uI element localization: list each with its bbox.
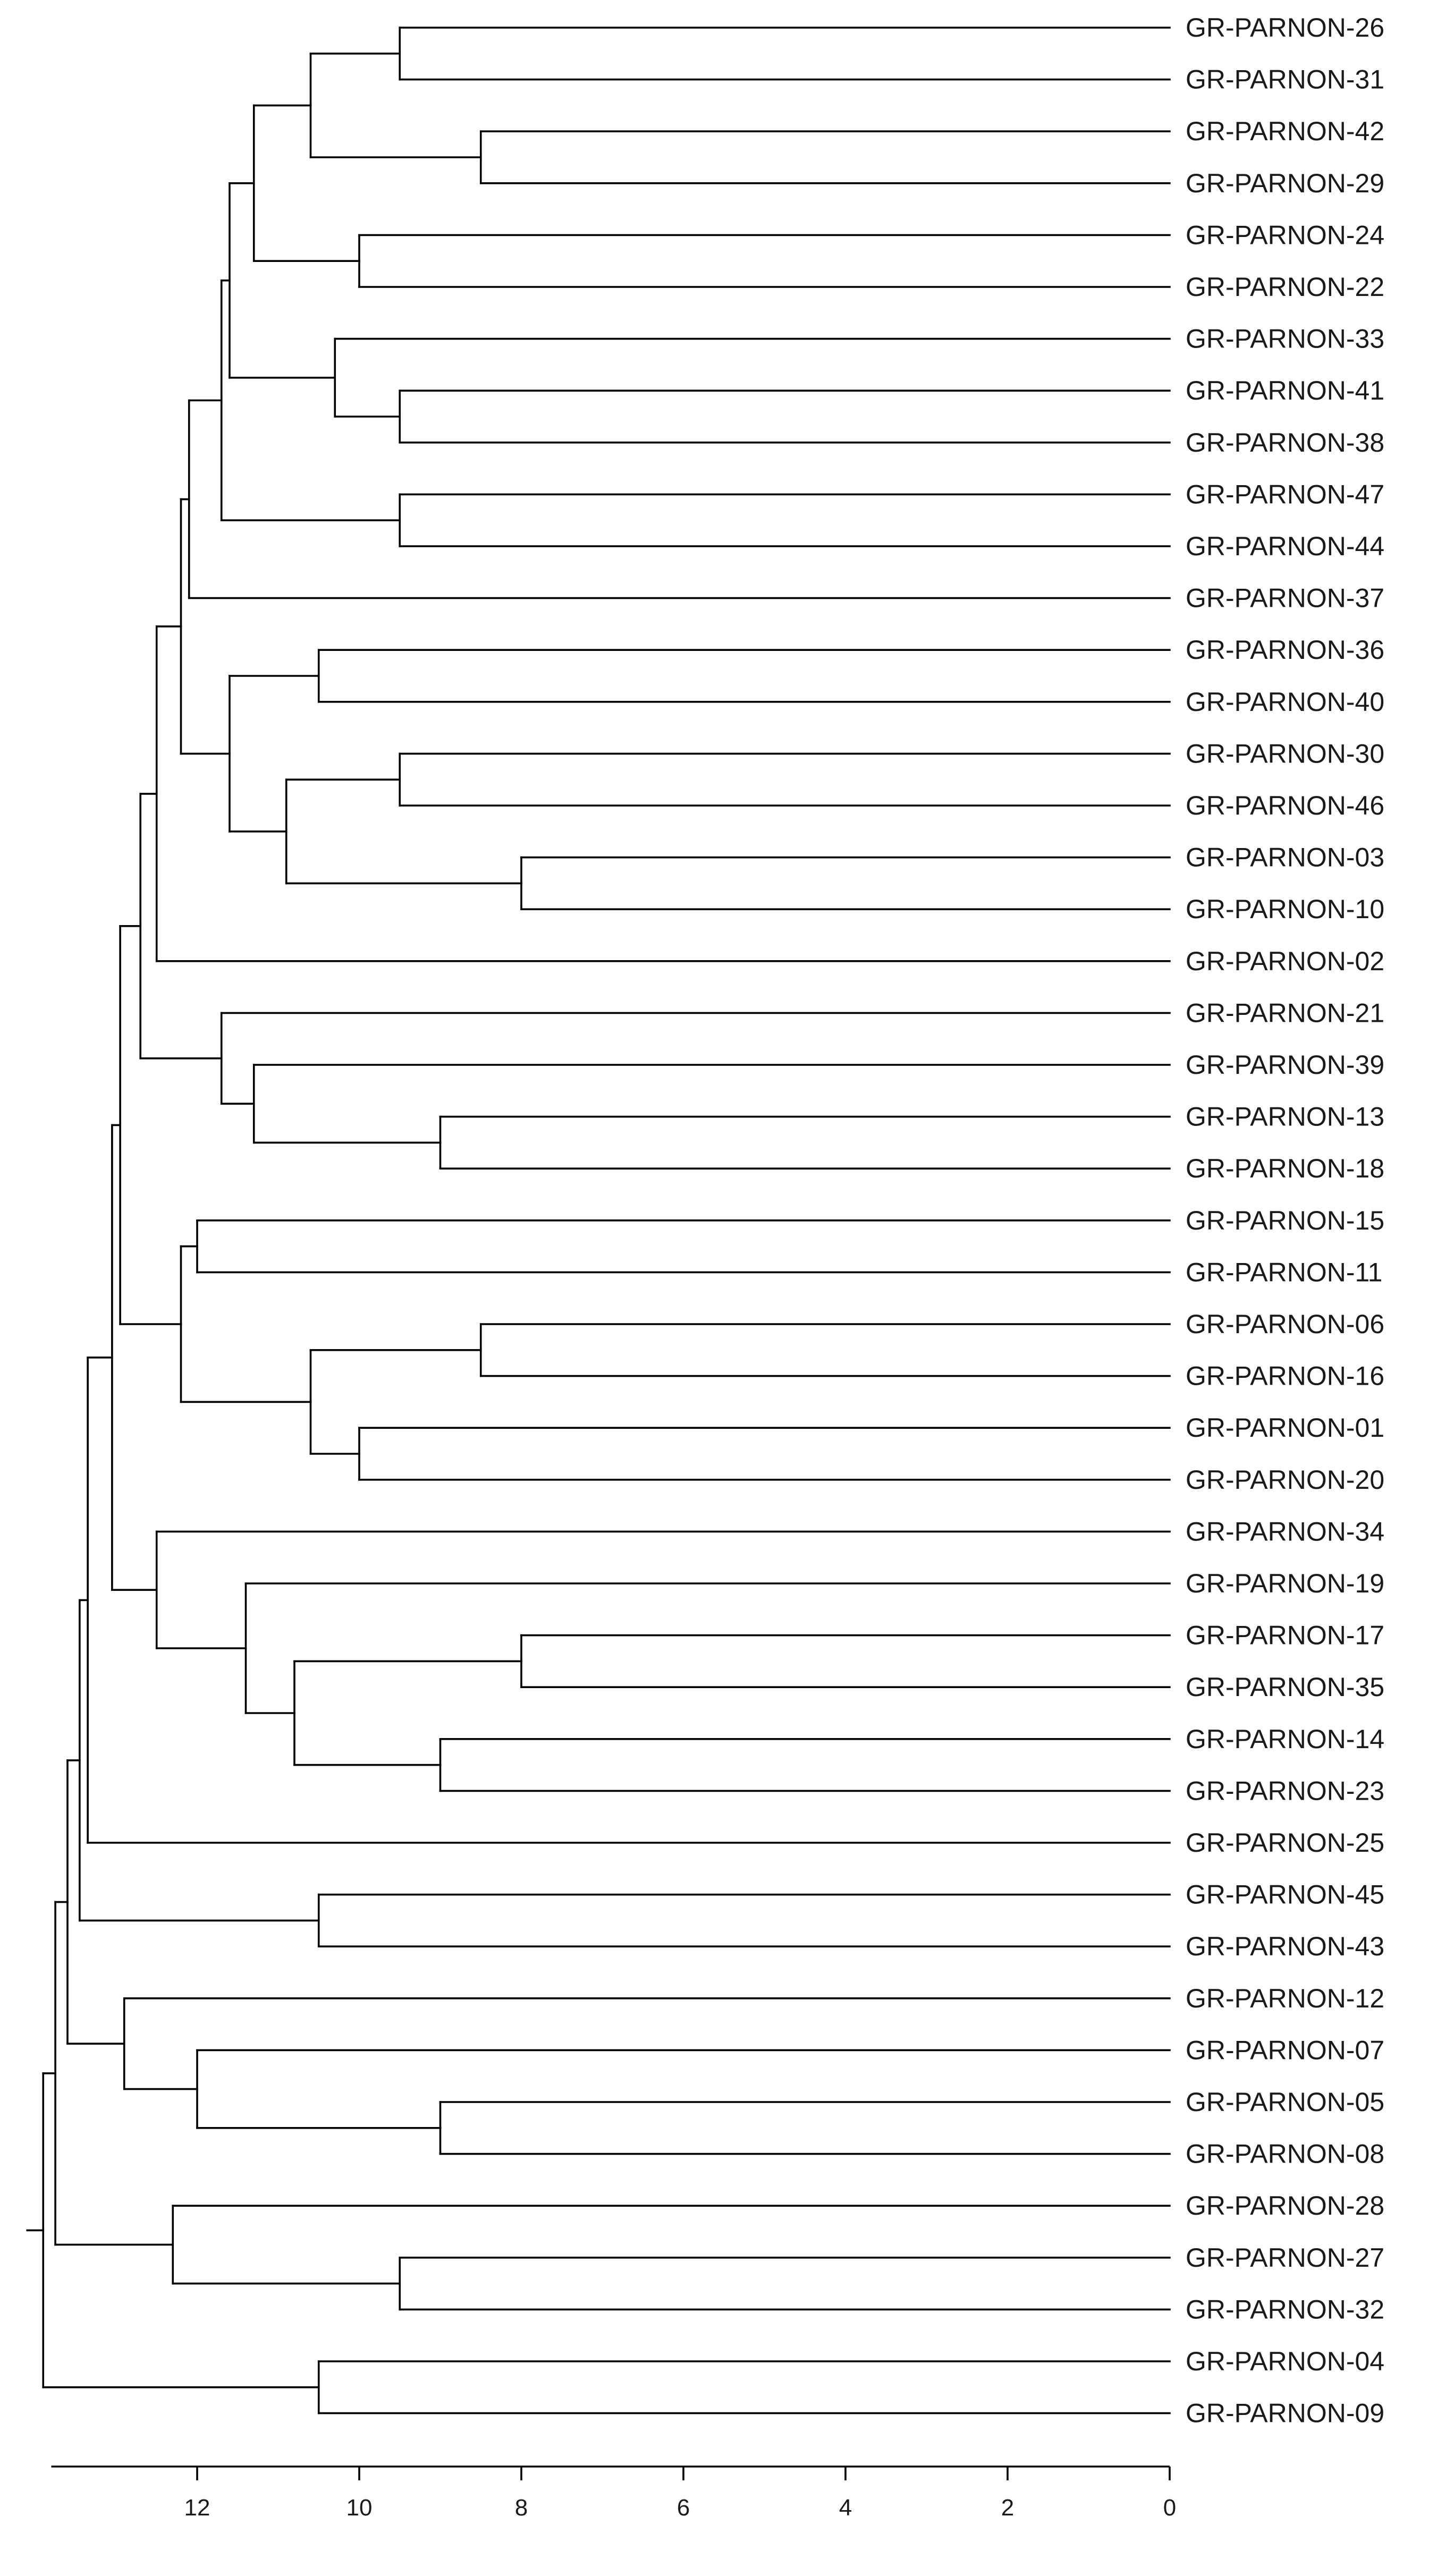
leaf-label: GR-PARNON-38 — [1186, 428, 1384, 457]
leaf-label: GR-PARNON-17 — [1186, 1621, 1384, 1650]
leaf-label: GR-PARNON-15 — [1186, 1206, 1384, 1235]
leaf-label: GR-PARNON-39 — [1186, 1050, 1384, 1080]
leaf-label: GR-PARNON-47 — [1186, 479, 1384, 509]
leaf-label: GR-PARNON-28 — [1186, 2191, 1384, 2221]
leaf-label: GR-PARNON-13 — [1186, 1102, 1384, 1132]
leaf-label: GR-PARNON-04 — [1186, 2346, 1384, 2376]
leaf-label: GR-PARNON-32 — [1186, 2294, 1384, 2324]
leaf-label: GR-PARNON-19 — [1186, 1569, 1384, 1598]
leaf-label: GR-PARNON-16 — [1186, 1361, 1384, 1391]
leaf-label: GR-PARNON-46 — [1186, 791, 1384, 820]
leaf-label: GR-PARNON-41 — [1186, 376, 1384, 405]
leaf-label: GR-PARNON-08 — [1186, 2139, 1384, 2169]
leaf-label: GR-PARNON-42 — [1186, 116, 1384, 146]
leaf-label: GR-PARNON-29 — [1186, 168, 1384, 198]
leaf-label: GR-PARNON-43 — [1186, 1931, 1384, 1961]
leaf-label: GR-PARNON-33 — [1186, 324, 1384, 354]
leaf-label: GR-PARNON-45 — [1186, 1880, 1384, 1910]
dendrogram-branches — [26, 27, 1171, 2414]
leaf-label: GR-PARNON-07 — [1186, 2035, 1384, 2065]
leaf-labels: GR-PARNON-26GR-PARNON-31GR-PARNON-42GR-P… — [1186, 13, 1384, 2428]
leaf-label: GR-PARNON-40 — [1186, 687, 1384, 717]
x-axis-tick-label: 4 — [839, 2495, 852, 2521]
x-axis-tick-label: 6 — [677, 2495, 690, 2521]
x-axis-tick-label: 10 — [346, 2495, 373, 2521]
leaf-label: GR-PARNON-09 — [1186, 2399, 1384, 2428]
leaf-label: GR-PARNON-36 — [1186, 635, 1384, 665]
leaf-label: GR-PARNON-23 — [1186, 1776, 1384, 1806]
leaf-label: GR-PARNON-37 — [1186, 583, 1384, 613]
leaf-label: GR-PARNON-22 — [1186, 272, 1384, 302]
x-axis-tick-label: 12 — [184, 2495, 210, 2521]
leaf-label: GR-PARNON-14 — [1186, 1724, 1384, 1754]
leaf-label: GR-PARNON-24 — [1186, 220, 1384, 250]
leaf-label: GR-PARNON-10 — [1186, 894, 1384, 924]
leaf-label: GR-PARNON-05 — [1186, 2087, 1384, 2117]
x-axis-tick-label: 8 — [515, 2495, 528, 2521]
leaf-label: GR-PARNON-26 — [1186, 13, 1384, 43]
leaf-label: GR-PARNON-44 — [1186, 531, 1384, 561]
x-axis-tick-label: 2 — [1001, 2495, 1014, 2521]
leaf-label: GR-PARNON-30 — [1186, 739, 1384, 768]
leaf-label: GR-PARNON-35 — [1186, 1672, 1384, 1702]
leaf-label: GR-PARNON-25 — [1186, 1828, 1384, 1858]
leaf-label: GR-PARNON-20 — [1186, 1465, 1384, 1495]
leaf-label: GR-PARNON-03 — [1186, 843, 1384, 872]
leaf-label: GR-PARNON-01 — [1186, 1413, 1384, 1443]
leaf-label: GR-PARNON-31 — [1186, 65, 1384, 95]
leaf-label: GR-PARNON-18 — [1186, 1154, 1384, 1183]
leaf-label: GR-PARNON-21 — [1186, 998, 1384, 1028]
leaf-label: GR-PARNON-12 — [1186, 1984, 1384, 2013]
leaf-label: GR-PARNON-06 — [1186, 1309, 1384, 1339]
x-axis-tick-label: 0 — [1163, 2495, 1176, 2521]
distance-axis: 12 10 8 6 4 2 0 — [51, 2465, 1176, 2521]
leaf-label: GR-PARNON-02 — [1186, 946, 1384, 976]
leaf-label: GR-PARNON-27 — [1186, 2243, 1384, 2273]
leaf-label: GR-PARNON-34 — [1186, 1516, 1384, 1546]
leaf-label: GR-PARNON-11 — [1186, 1257, 1382, 1287]
